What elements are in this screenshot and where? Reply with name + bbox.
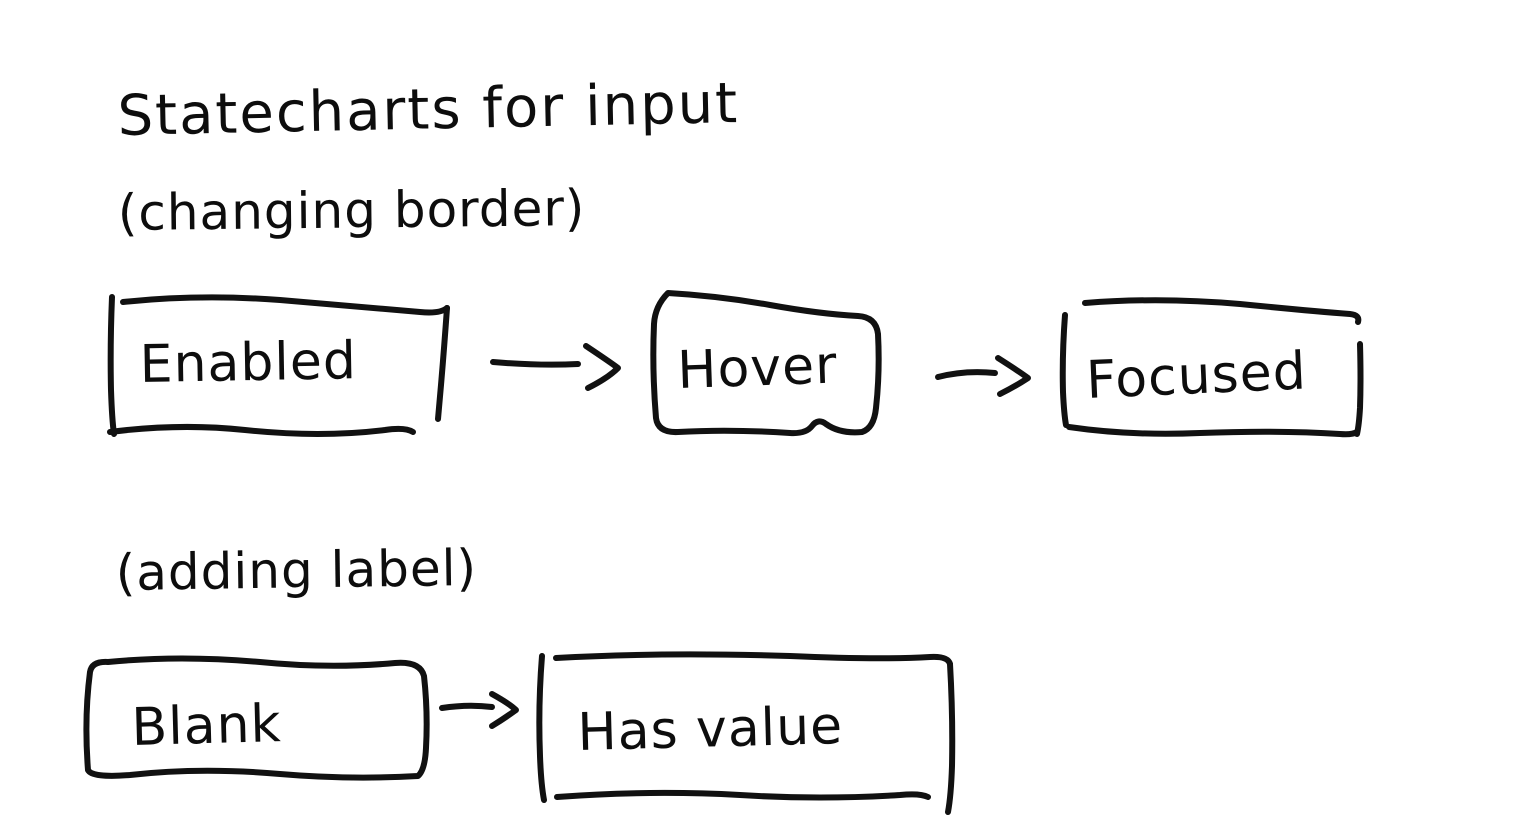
has-value-box-bottom-stroke — [554, 789, 931, 801]
state-label-focused: Focused — [1085, 341, 1308, 411]
state-label-blank: Blank — [131, 694, 283, 758]
state-label-hover: Hover — [676, 335, 838, 401]
focused-box-left-stroke — [1059, 312, 1069, 428]
enabled-box-bottom-stroke — [107, 423, 416, 437]
state-node-hover[interactable]: Hover — [650, 290, 882, 437]
focused-box-right-stroke — [1354, 341, 1364, 437]
arrow-head-3 — [489, 691, 519, 729]
state-label-enabled: Enabled — [139, 331, 357, 395]
arrow-shaft-3 — [439, 702, 495, 711]
arrow-head-2 — [995, 355, 1031, 397]
hover-box-outline — [650, 290, 882, 437]
section-caption-label: (adding label) — [115, 539, 477, 602]
enabled-box-right-stroke — [435, 305, 450, 422]
state-node-has-value[interactable]: Has value — [536, 651, 956, 815]
transition-arrow-hover-to-focused — [935, 355, 1031, 397]
state-node-enabled[interactable]: Enabled — [107, 294, 450, 437]
transition-arrow-enabled-to-hover — [490, 343, 621, 391]
state-label-has-value: Has value — [577, 696, 844, 763]
section-caption-border: (changing border) — [118, 179, 586, 242]
enabled-box-left-stroke — [107, 294, 117, 437]
has-value-box-top-stroke — [553, 651, 953, 667]
focused-box-bottom-stroke — [1066, 424, 1360, 438]
page-title: Statecharts for input — [117, 71, 740, 149]
state-node-blank[interactable]: Blank — [83, 655, 430, 781]
arrow-shaft-1 — [490, 359, 581, 368]
state-node-focused[interactable]: Focused — [1059, 297, 1364, 438]
enabled-box-top-stroke — [120, 294, 450, 316]
has-value-box-left-stroke — [536, 653, 547, 803]
focused-box-top-stroke — [1082, 297, 1362, 325]
arrow-shaft-2 — [935, 369, 998, 380]
transition-arrow-blank-to-has-value — [439, 691, 519, 729]
arrow-head-1 — [583, 343, 621, 391]
has-value-box-right-stroke — [945, 661, 956, 815]
blank-box-outline — [83, 655, 430, 781]
